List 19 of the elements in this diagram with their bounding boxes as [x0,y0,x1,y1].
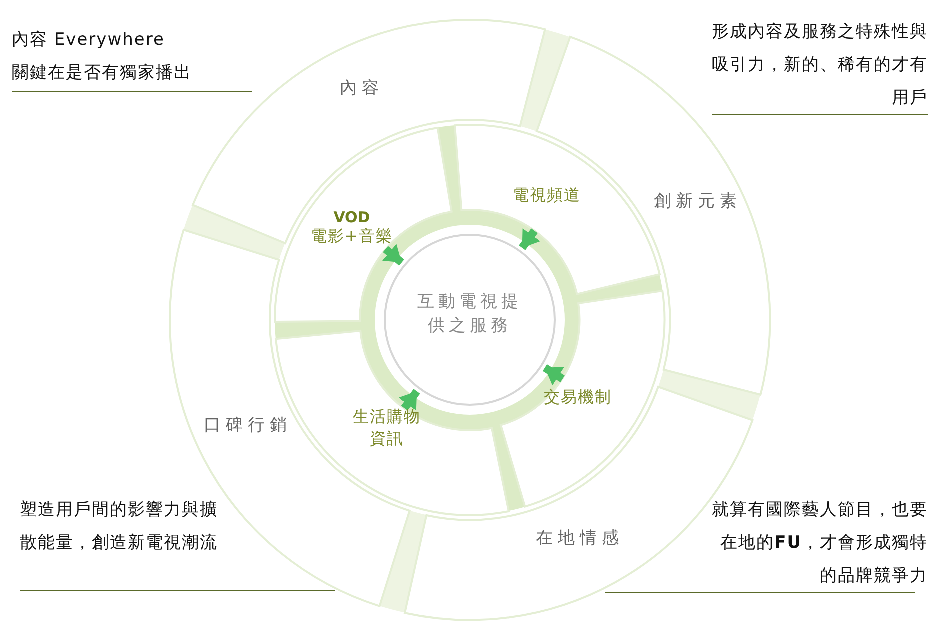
arrow [382,244,404,266]
note-text: 內容 Everywhere [12,29,166,52]
segment-label: 在地情感 [536,527,624,550]
segment-label: 交易機制 [544,387,612,408]
segment-label: 口碑行銷 [204,414,292,436]
segment-heading: VOD [332,208,372,226]
note-text: 形成內容及服務之特殊性與吸引力，新的、稀有的才有用戶 [711,21,928,110]
segment-label: 電影+音樂 [310,226,394,248]
segment-label: 內容 [340,77,384,100]
segment-label: 創新元素 [654,190,742,212]
segment-label: 生活購物資訊 [352,406,422,450]
arrow [398,389,420,411]
arrow [519,228,541,250]
note-text: 塑造用戶間的影響力與擴散能量，創造新電視潮流 [20,499,219,555]
segment-label: 電視頻道 [512,185,581,206]
center-label: 互動電視提供之服務 [416,291,524,338]
note-text: 關鍵在是否有獨家播出 [12,62,193,85]
note-text: 就算有國際藝人節目，也要在地的FU，才會形成獨特的品牌競爭力 [711,499,928,588]
arrow [542,364,565,386]
